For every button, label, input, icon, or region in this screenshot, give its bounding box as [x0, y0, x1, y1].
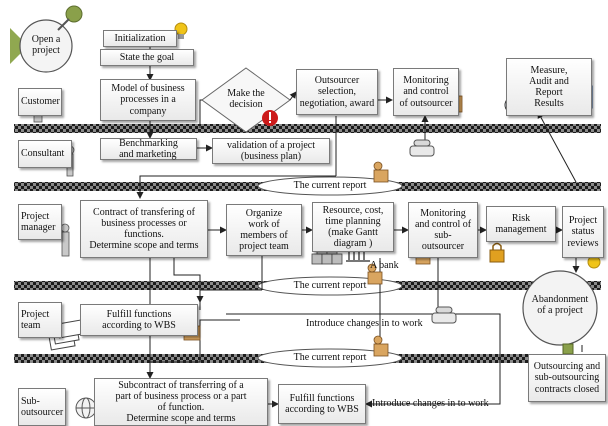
introduce-changes-label: Introduce changes in to work: [372, 398, 489, 409]
closed-text: Outsourcing and sub-outsourcing contract…: [533, 361, 601, 395]
box-monitoring-sub: Monitoring and control of sub- outsource…: [408, 202, 478, 258]
box-measure: Measure, Audit and Report Results: [506, 58, 592, 116]
initialization-text: Initialization: [114, 32, 166, 44]
fulfill-team-text: Fulfill functions according to WBS: [102, 308, 176, 331]
box-outsourcer-selection: Outsourcer selection, negotiation, award: [296, 69, 378, 115]
start-circle: [19, 19, 73, 73]
person-icon: [373, 161, 389, 183]
state-goal-text: State the goal: [119, 51, 175, 63]
measure-text: Measure, Audit and Report Results: [529, 64, 569, 110]
lane-consultant-label: Consultant: [21, 148, 65, 160]
decision-text: Make the decision: [227, 88, 265, 111]
connectors: [136, 46, 583, 408]
lane-sub-outsourcer: Sub- outsourcer: [18, 388, 66, 426]
box-state-goal: State the goal: [100, 49, 194, 66]
current-report-label: The current report: [293, 352, 367, 363]
box-subcontract: Subcontract of transferring of a part of…: [94, 378, 268, 426]
model-text: Model of business processes in a company: [111, 83, 185, 117]
closed-marker: [562, 343, 574, 355]
phone-icon: [409, 139, 435, 157]
lane-separator: [14, 124, 601, 133]
globe-icon: [75, 397, 97, 419]
start-label: Open a project: [31, 34, 61, 57]
organize-text: Organize work of members of project team: [239, 207, 289, 253]
lane-project-manager: Project manager: [18, 204, 62, 240]
box-resource: Resource, cost, time planning (make Gant…: [312, 202, 394, 252]
lock-icon: [489, 242, 505, 263]
warning-icon: [262, 110, 278, 126]
abandonment-circle: [522, 270, 598, 346]
lane-consultant: Consultant: [18, 140, 72, 168]
report-ellipse: [257, 176, 403, 196]
box-contract: Contract of transfering of business proc…: [80, 200, 208, 258]
box-fulfill-sub: Fulfill functions according to WBS: [278, 384, 366, 424]
outsourcer-selection-text: Outsourcer selection, negotiation, award: [299, 75, 375, 109]
contract-text: Contract of transfering of business proc…: [89, 206, 199, 252]
lane-project-team-label: Project team: [21, 308, 50, 331]
status-text: Project status reviews: [567, 215, 599, 249]
lane-customer-label: Customer: [21, 96, 60, 108]
person-icon: [60, 223, 70, 257]
pin-icon: [57, 5, 83, 31]
report-ellipse: [257, 348, 403, 368]
monitoring-sub-text: Monitoring and control of sub- outsource…: [414, 207, 472, 253]
box-initialization: Initialization: [103, 30, 177, 47]
box-monitoring-outsourcer: Monitoring and control of outsourcer: [393, 68, 459, 116]
current-report-label: The current report: [293, 180, 367, 191]
person-icon: [367, 263, 383, 285]
report-ellipse: [257, 276, 403, 296]
box-risk: Risk management: [486, 206, 556, 242]
lane-project-manager-label: Project manager: [21, 210, 56, 233]
validation-text: validation of a project (business plan): [226, 139, 316, 162]
box-model: Model of business processes in a company: [100, 79, 196, 121]
a-bank-label: A bank: [370, 260, 399, 271]
monitoring-outsourcer-text: Monitoring and control of outsourcer: [399, 75, 453, 109]
fulfill-sub-text: Fulfill functions according to WBS: [285, 392, 359, 415]
phone-icon: [431, 306, 457, 324]
box-status: Project status reviews: [562, 206, 604, 258]
box-closed: Outsourcing and sub-outsourcing contract…: [528, 354, 606, 402]
box-organize: Organize work of members of project team: [226, 204, 302, 256]
lane-customer: Customer: [18, 88, 62, 116]
benchmarking-text: Benchmarking and marketing: [119, 137, 178, 160]
start-triangle: [10, 28, 28, 64]
box-validation: validation of a project (business plan): [212, 138, 330, 164]
person-icon: [373, 335, 389, 357]
resource-text: Resource, cost, time planning (make Gant…: [322, 204, 384, 250]
current-report-label: The current report: [293, 280, 367, 291]
box-benchmarking: Benchmarking and marketing: [100, 138, 197, 160]
lane-sub-outsourcer-label: Sub- outsourcer: [21, 395, 64, 418]
bulb-icon: [174, 22, 188, 39]
lane-project-team: Project team: [18, 302, 62, 338]
box-fulfill-team: Fulfill functions according to WBS: [80, 304, 198, 336]
subcontract-text: Subcontract of transferring of a part of…: [115, 379, 247, 425]
abandonment-text: Abandonment of a project: [531, 294, 589, 317]
introduce-changes-label: Introduce changes in to work: [306, 318, 423, 329]
risk-text: Risk management: [495, 212, 547, 235]
